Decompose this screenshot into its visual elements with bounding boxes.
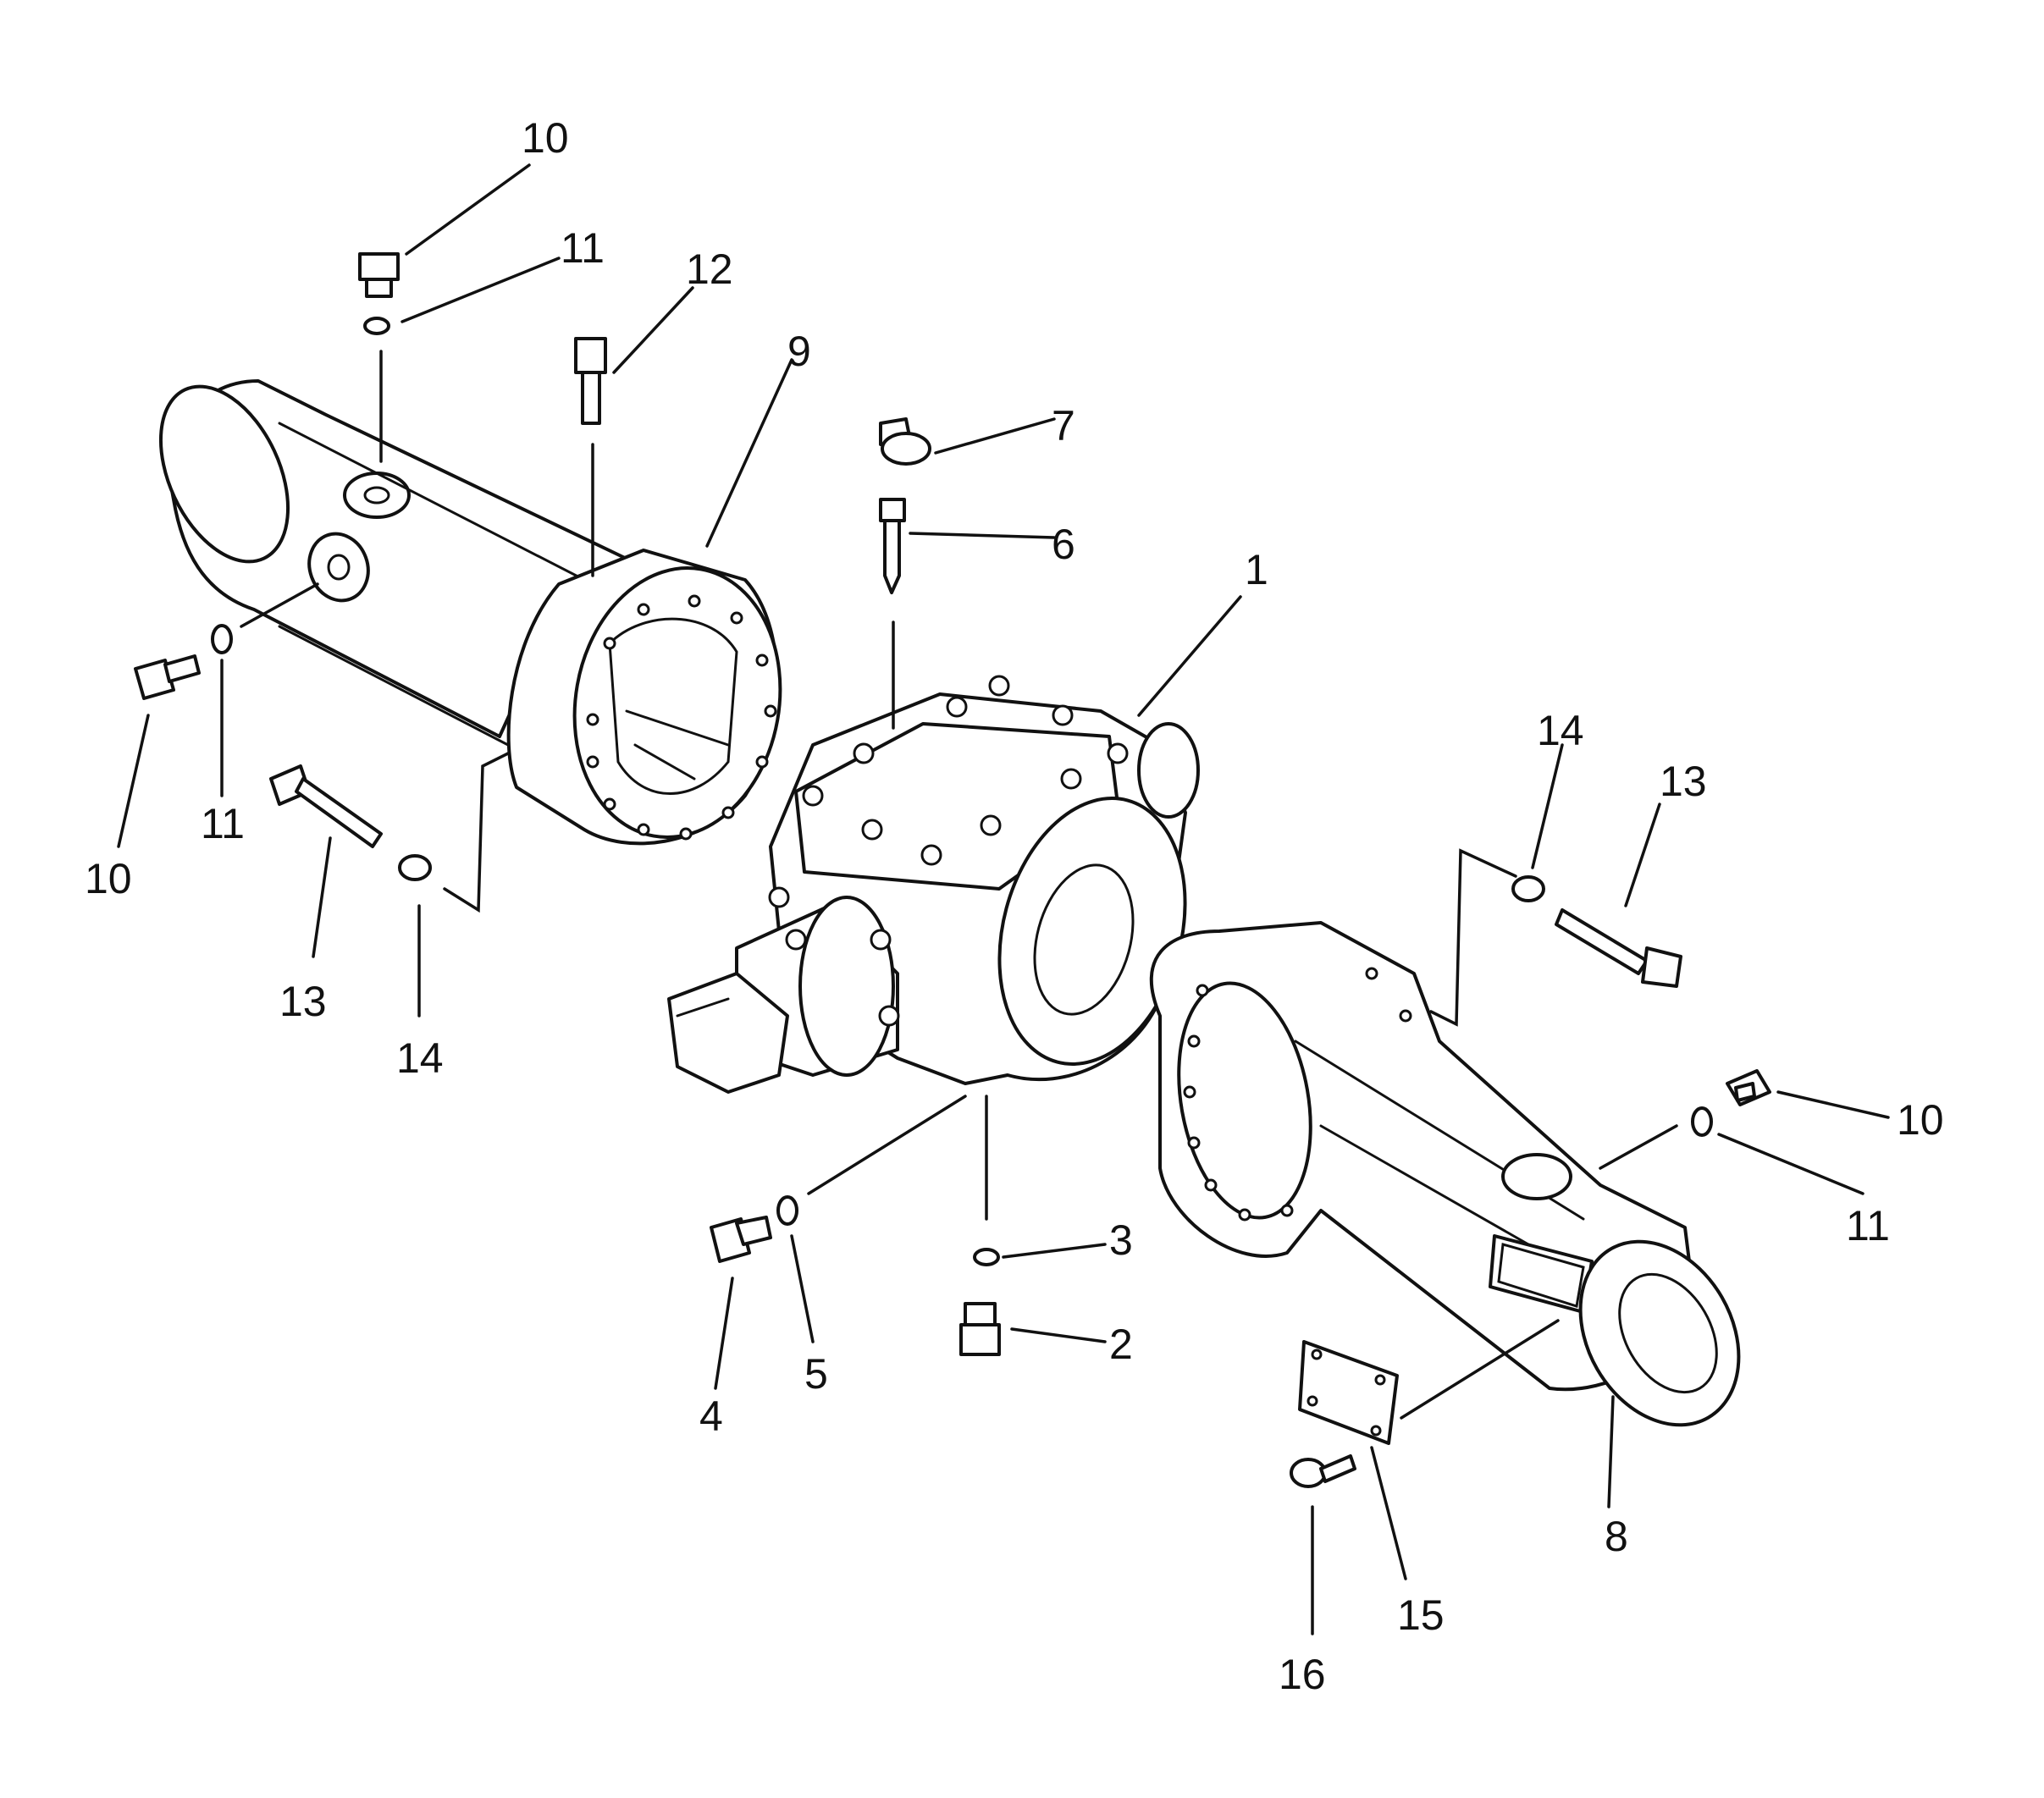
- flange-bolt-holes: [586, 594, 777, 841]
- callout-11-left: 11: [201, 800, 245, 847]
- right-axle-housing-part-8: [1149, 921, 1741, 1427]
- callout-10-left: 10: [85, 855, 132, 902]
- callout-5: 5: [804, 1350, 828, 1398]
- callout-6: 6: [1052, 521, 1075, 568]
- callout-13-left: 13: [279, 978, 327, 1025]
- callout-15: 15: [1397, 1591, 1445, 1639]
- differential-carrier-part-1: [667, 675, 1200, 1094]
- leader-lines: [117, 163, 1890, 1635]
- callout-9: 9: [787, 328, 811, 375]
- small-hardware: [134, 252, 1771, 1488]
- callout-11-right: 11: [1846, 1202, 1890, 1249]
- callout-8: 8: [1605, 1513, 1628, 1560]
- callout-16: 16: [1279, 1651, 1326, 1698]
- callout-labels: 10 11 12 9 7 6 1 10 11 13 14 14 13 10 11…: [85, 114, 1944, 1698]
- callout-13-right: 13: [1660, 758, 1707, 805]
- callout-10-right: 10: [1897, 1096, 1944, 1144]
- right-flange-bolt-holes: [1183, 967, 1412, 1222]
- callout-12: 12: [686, 245, 733, 293]
- callout-7: 7: [1052, 402, 1075, 450]
- callout-14-left: 14: [396, 1034, 444, 1082]
- callout-1: 1: [1245, 546, 1268, 593]
- callout-10-top: 10: [522, 114, 569, 162]
- left-axle-housing: [158, 379, 628, 747]
- callout-14-right: 14: [1537, 707, 1584, 754]
- callout-4: 4: [699, 1393, 723, 1440]
- cover-bolts: [768, 675, 1129, 1027]
- callout-3: 3: [1109, 1216, 1133, 1264]
- flange-ring-part-9: [506, 549, 782, 846]
- callout-2: 2: [1109, 1321, 1133, 1368]
- callout-11-top: 11: [561, 224, 605, 272]
